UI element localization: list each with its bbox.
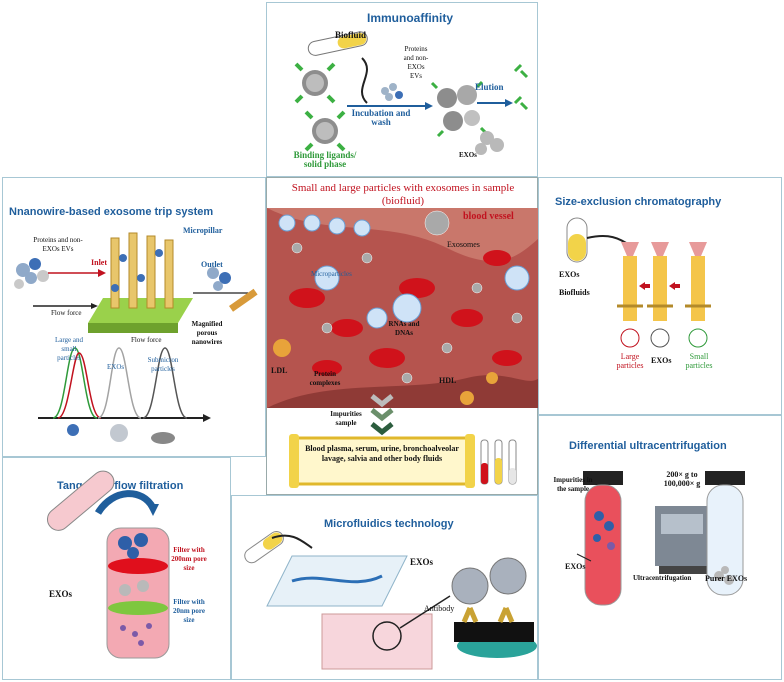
lipoprotein-icons	[273, 339, 498, 405]
immunoaffinity-illustration	[294, 31, 529, 155]
sec-biofluids-label: Biofluids	[559, 288, 590, 297]
tff-illustration	[46, 470, 170, 659]
exosomes-label: Exosomes	[447, 240, 480, 249]
exo-cluster-icon	[475, 131, 504, 155]
tff-panel: Tangential flow filtration Filter with 2…	[2, 457, 231, 680]
nanowire-submicron-label: Submicron particles	[147, 356, 179, 373]
micro-tube-icon	[244, 531, 284, 564]
microparticles-label: Microparticles	[311, 270, 352, 278]
collected-particles-icons	[620, 328, 708, 348]
bound-beads-icon	[430, 80, 488, 138]
micropillar-icons	[110, 232, 174, 309]
protein-cluster-icon	[381, 83, 403, 101]
blood-vessel-illustration	[267, 208, 539, 488]
ldl-label: LDL	[271, 366, 288, 375]
micro-antibody-label: Antibody	[424, 604, 455, 613]
tff-filter200-label: Filter with 200nm pore size	[171, 546, 207, 572]
nanowire-icon	[229, 288, 258, 312]
duc-exos-label: EXOs	[565, 562, 586, 571]
nanowire-exos-label: EXOs	[107, 363, 125, 371]
ligand-icons	[513, 63, 529, 111]
rna-dna-label: RNAs and DNAs	[388, 320, 420, 337]
sample-tube-icons	[480, 439, 517, 485]
nanowire-micropillar-label: Micropillar	[183, 226, 223, 235]
tff-filter20-label: Filter with 20nm pore size	[173, 598, 205, 624]
nanowire-outlet-label: Outlet	[201, 260, 223, 269]
vesicle-icons	[278, 214, 530, 329]
exosome-icons	[291, 210, 523, 384]
biofluid-tube-icon	[307, 31, 368, 56]
duc-panel: Differential ultracentrifugation Impurit…	[538, 415, 782, 680]
immuno-incubation-label: Incubation and wash	[351, 108, 411, 127]
microfluidics-title: Microfluidics technology	[324, 518, 454, 530]
tff-exo-icons	[118, 533, 148, 559]
duc-impurities-label: Impurities in the sample	[553, 476, 593, 493]
nanowire-proteins-label: Proteins and non-EXOs EVs	[33, 236, 83, 253]
bead-icon-2	[304, 110, 346, 152]
arrow-right-icons	[639, 282, 680, 290]
particle-icons	[67, 424, 175, 444]
impurities-label: Impurities sample	[330, 410, 362, 427]
nanowire-panel: Nnanowire-based exosome trip system	[2, 177, 266, 457]
duc-speed-label: 200× g to 100,000× g	[663, 470, 701, 488]
nanowire-large-small-label: Large and small particles	[54, 336, 84, 362]
immuno-biofluid-label: Biofluid	[335, 30, 367, 40]
nanowire-illustration	[14, 232, 258, 444]
duc-ultra-label: Ultracentrifugation	[633, 574, 692, 582]
bead-icon-1	[294, 62, 336, 104]
sec-exos2-label: EXOs	[651, 356, 672, 365]
sec-tube-icon	[566, 217, 588, 263]
micro-exos-label: EXOs	[410, 557, 434, 567]
red-blood-cell-icons	[289, 250, 522, 376]
sec-exos-label: EXOs	[559, 270, 580, 279]
hdl-label: HDL	[439, 376, 457, 385]
center-panel: Small and large particles with exosomes …	[266, 177, 539, 495]
sec-illustration	[566, 217, 711, 348]
sec-large-label: Large particles	[616, 352, 644, 370]
column-icons	[621, 242, 707, 321]
nanowire-inlet-label: Inlet	[91, 258, 107, 267]
body-fluids-scroll-text: Blood plasma, serum, urine, bronchoalveo…	[305, 444, 459, 463]
duc-title: Differential ultracentrifugation	[569, 440, 727, 452]
sec-small-label: Small particles	[685, 352, 713, 370]
outlet-cluster-icon	[207, 267, 231, 291]
chevron-down-icons	[370, 394, 394, 436]
immuno-binding-label: Binding ligands/ solid phase	[293, 150, 357, 169]
ev-cluster-icon	[14, 258, 49, 289]
centrifuge-icon	[655, 506, 709, 574]
immuno-proteins-label: Proteins and non-EXOs EVs	[403, 45, 429, 80]
microfluidics-illustration	[244, 531, 537, 670]
immunoaffinity-panel: Immunoaffinity	[266, 2, 538, 177]
tff-tube-icon	[46, 470, 115, 531]
immuno-exos-label: EXOs	[459, 151, 477, 159]
duc-illustration	[576, 471, 745, 606]
antibody-icons	[461, 607, 515, 623]
sec-panel: Size-exclusion chromatography EXOs Biofl…	[538, 177, 782, 415]
nanowire-flow-label-2: Flow force	[131, 336, 162, 344]
nanowire-title: Nnanowire-based exosome trip system	[9, 206, 214, 218]
duc-purer-label: Purer EXOs	[705, 574, 748, 583]
purer-exo-icons	[714, 566, 734, 585]
sec-title: Size-exclusion chromatography	[555, 196, 722, 208]
blood-vessel-label: blood vessel	[463, 211, 514, 222]
duc-particle-icons	[593, 511, 615, 550]
immunoaffinity-title: Immunoaffinity	[367, 11, 453, 25]
tff-exos-label: EXOs	[49, 589, 73, 599]
protein-complexes-label: Protein complexes	[309, 370, 341, 387]
immuno-elution-label: Elution	[475, 82, 504, 92]
nanowire-flow-label-1: Flow force	[51, 309, 82, 317]
microfluidics-panel: Microfluidics technology EXOs Antibody	[231, 495, 538, 680]
center-title: Small and large particles with exosomes …	[291, 182, 515, 207]
micro-exo-icons	[451, 557, 527, 605]
nanowire-magnified-label: Magnified porous nanowires	[191, 320, 223, 346]
